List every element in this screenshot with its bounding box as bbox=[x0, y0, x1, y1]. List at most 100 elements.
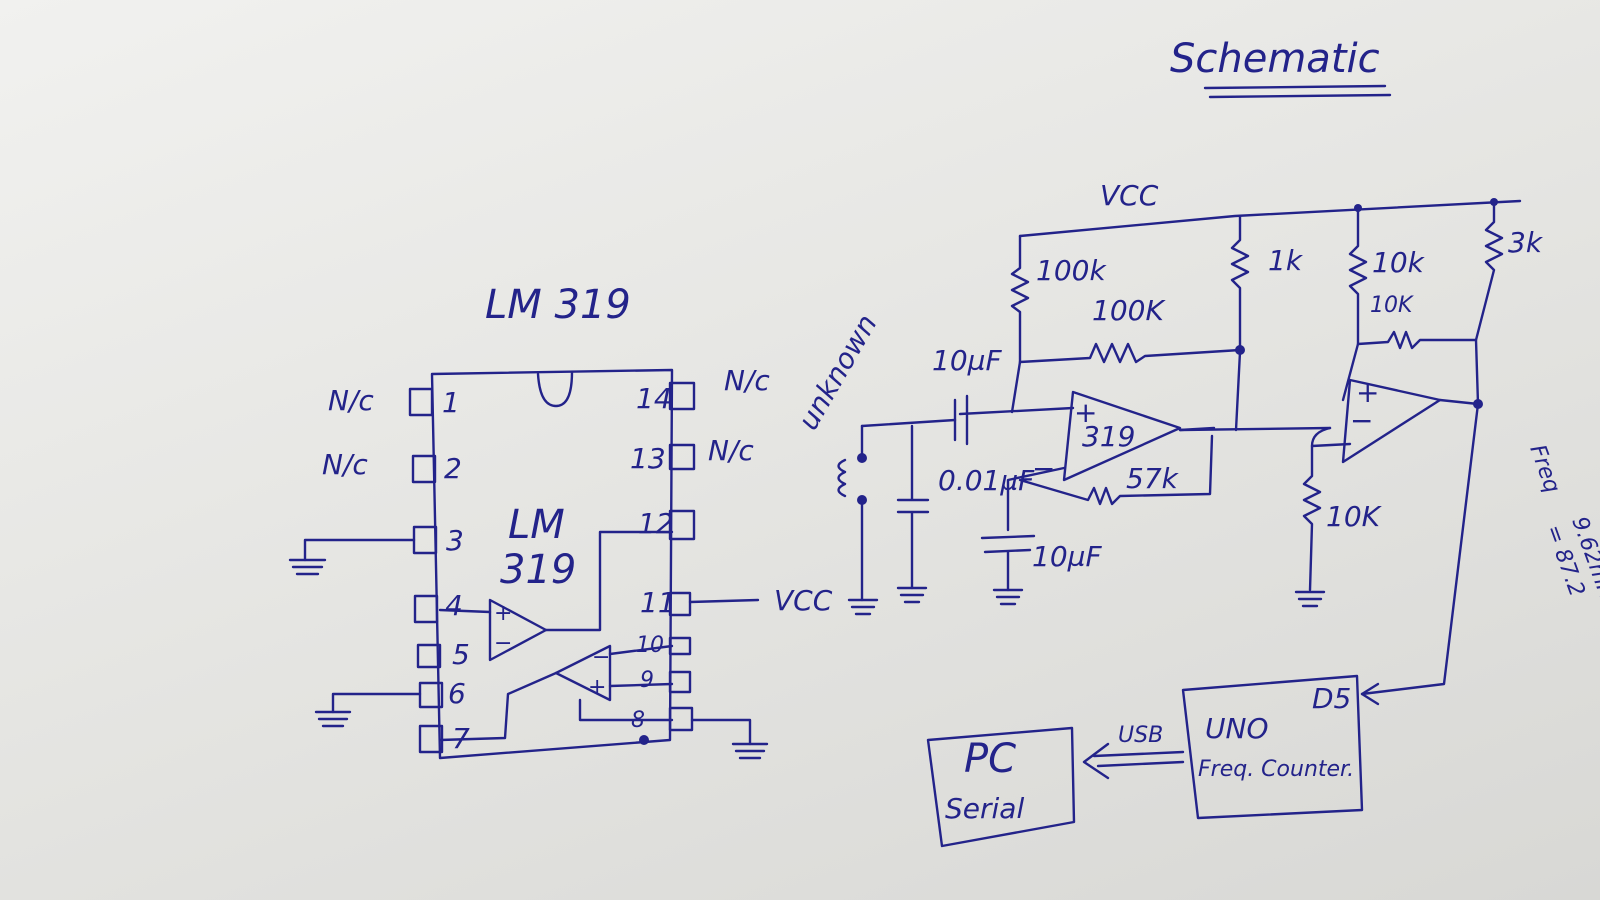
comp2-gnd-wire bbox=[578, 698, 674, 722]
comp2-in-wires bbox=[608, 644, 674, 688]
nc-label-pin13: N/c bbox=[708, 434, 754, 467]
uno-freq-counter-label: Freq. Counter. bbox=[1198, 757, 1354, 782]
pin-12-pad bbox=[668, 509, 696, 541]
inductor-top-wire bbox=[860, 418, 957, 428]
cap-10uf-bypass-label: 10µF bbox=[1032, 540, 1102, 573]
inductor-coil bbox=[837, 458, 847, 498]
title-underline-1 bbox=[1203, 84, 1387, 90]
unknown-inductor-label: unknown bbox=[791, 309, 883, 436]
pin-9-pad bbox=[668, 670, 692, 694]
resistor-10k-lower-ground bbox=[1294, 590, 1326, 608]
comp2-out-wire bbox=[438, 671, 558, 742]
resistor-10k-upper bbox=[1341, 206, 1368, 402]
title-underline-2 bbox=[1208, 93, 1392, 99]
cap-10uf-input-label: 10µF bbox=[932, 344, 1002, 377]
opamp1-output-stub bbox=[1178, 426, 1216, 432]
margin-note-freq: Freq bbox=[1524, 442, 1564, 497]
pin6-ground-wire bbox=[331, 692, 422, 714]
resistor-100k-vertical-label: 100k bbox=[1036, 254, 1107, 287]
opamp1-inverting-wire bbox=[1006, 466, 1066, 532]
resistor-10k-lower-label: 10K bbox=[1326, 500, 1383, 533]
opamp-319 bbox=[1062, 390, 1182, 482]
resistor-10k-lower bbox=[1302, 444, 1322, 592]
comp2-minus: − bbox=[592, 645, 610, 670]
pin6-ground-symbol bbox=[314, 710, 352, 728]
vcc-rail-label: VCC bbox=[1100, 179, 1159, 212]
pin-2-pad bbox=[411, 454, 437, 484]
pin8-ground-symbol bbox=[731, 742, 769, 760]
nc-label-pin2: N/c bbox=[322, 448, 368, 481]
pin-12-label: 12 bbox=[638, 507, 674, 540]
chip-body-label-lm: LM bbox=[508, 502, 565, 548]
resistor-100k-feedback bbox=[1018, 342, 1242, 364]
resistor-57k-label: 57k bbox=[1126, 462, 1180, 495]
pin-3-pad bbox=[412, 525, 438, 555]
pin-14-pad bbox=[668, 381, 696, 411]
pin-11-pad bbox=[668, 591, 692, 617]
resistor-100k-feedback-label: 100K bbox=[1092, 294, 1166, 327]
pin-3-label: 3 bbox=[446, 524, 464, 557]
opamp2-plus: + bbox=[1356, 376, 1379, 409]
schematic-title: Schematic bbox=[1170, 36, 1380, 82]
usb-arrow-head bbox=[1082, 742, 1110, 780]
pin8-ground-wire bbox=[690, 718, 752, 746]
vcc-rail bbox=[1018, 199, 1522, 238]
chip-body bbox=[430, 368, 674, 760]
nc-label-pin14: N/c bbox=[724, 364, 770, 397]
pin-4-pad bbox=[413, 594, 439, 624]
pc-label: PC bbox=[964, 736, 1016, 782]
usb-arrow-shaft bbox=[1092, 750, 1185, 768]
pin8-junction bbox=[639, 735, 649, 745]
opamp-319-plus: + bbox=[1074, 396, 1097, 429]
comp2-plus: + bbox=[588, 675, 606, 700]
d5-label: D5 bbox=[1312, 682, 1351, 715]
pin-11-label: 11 bbox=[640, 586, 676, 619]
resistor-10k-feedback-2-label: 10K bbox=[1370, 293, 1414, 318]
opamp-319-label: 319 bbox=[1082, 420, 1135, 453]
cap-001uf bbox=[896, 424, 930, 590]
comp1-in-wire bbox=[438, 608, 492, 614]
resistor-57k bbox=[1018, 434, 1214, 506]
pc-box bbox=[926, 726, 1076, 848]
pin-14-label: 14 bbox=[636, 382, 672, 415]
junction-1k bbox=[1235, 345, 1245, 355]
pin-8-pad bbox=[668, 706, 694, 732]
cap-10uf-bypass-ground bbox=[992, 588, 1024, 606]
pin11-vcc-label: VCC bbox=[774, 584, 833, 617]
pin-2-label: 2 bbox=[444, 452, 462, 485]
cap-001uf-label: 0.01µF bbox=[938, 464, 1035, 497]
inductor-terminal-top bbox=[857, 453, 867, 463]
opamp2-output-wire bbox=[1438, 398, 1480, 406]
pin-13-pad bbox=[668, 443, 696, 471]
uno-box bbox=[1181, 674, 1364, 820]
chip-notch bbox=[536, 370, 574, 408]
comp1-out-wire bbox=[544, 530, 674, 632]
resistor-1k-label: 1k bbox=[1268, 244, 1304, 277]
inductor-ground bbox=[847, 598, 879, 616]
pin-5-pad bbox=[416, 643, 442, 669]
uno-label: UNO bbox=[1205, 712, 1268, 745]
pin-1-label: 1 bbox=[442, 386, 460, 419]
resistor-3k-label: 3k bbox=[1508, 226, 1544, 259]
opamp-2 bbox=[1341, 378, 1442, 464]
pin-5-label: 5 bbox=[452, 638, 470, 671]
pin-9-label: 9 bbox=[640, 668, 654, 693]
internal-comparator-1 bbox=[488, 598, 548, 662]
comp1-plus: + bbox=[494, 601, 512, 626]
comp1-minus: − bbox=[494, 631, 512, 656]
pin-1-pad bbox=[408, 387, 434, 417]
internal-comparator-2 bbox=[554, 644, 612, 702]
opamp-319-minus: − bbox=[1032, 452, 1055, 485]
resistor-100k-vertical bbox=[1010, 234, 1030, 364]
pin-13-label: 13 bbox=[630, 442, 666, 475]
pin-10-label: 10 bbox=[636, 633, 664, 658]
resistor-1k bbox=[1230, 214, 1250, 432]
usb-label: USB bbox=[1118, 723, 1163, 748]
cap-10uf-input bbox=[953, 394, 969, 446]
bias-wire bbox=[1010, 360, 1022, 414]
resistor-10k-upper-label: 10k bbox=[1372, 246, 1426, 279]
pin3-ground-wire bbox=[303, 538, 416, 562]
nc-label-pin1: N/c bbox=[328, 384, 374, 417]
